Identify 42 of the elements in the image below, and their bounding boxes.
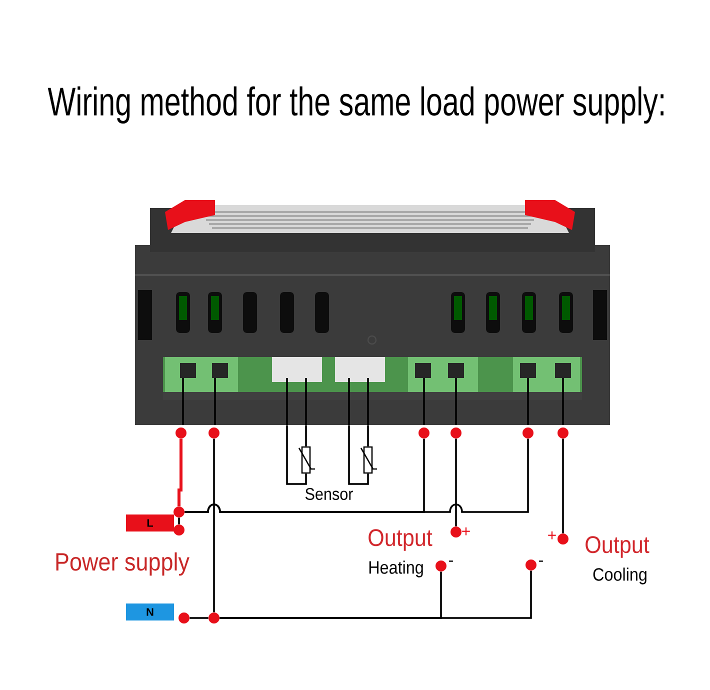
- wire: [286, 425, 307, 485]
- label: Output: [586, 536, 650, 558]
- terminal-label: N: [126, 604, 174, 620]
- wire: [562, 438, 564, 534]
- polarity-sign: +: [462, 527, 470, 536]
- polarity-sign: +: [548, 531, 556, 540]
- wire: [190, 617, 208, 619]
- wire: [348, 425, 369, 485]
- thermistor-symbol: [298, 446, 315, 474]
- terminal-dot: [526, 560, 536, 570]
- label: Output: [368, 529, 432, 551]
- polarity-sign: -: [449, 560, 453, 562]
- terminal-dot: [174, 524, 184, 536]
- label: Power supply: [56, 552, 190, 576]
- wire: [367, 425, 369, 446]
- wire: [305, 425, 307, 446]
- label: Heating: [369, 560, 423, 578]
- wire: [220, 570, 532, 619]
- terminal-dot: [450, 428, 462, 438]
- terminal-dot: [522, 428, 534, 438]
- terminal-dot: [450, 526, 462, 538]
- terminal-dot: [436, 560, 446, 572]
- terminal-dot: [558, 428, 568, 438]
- terminal-dot: [208, 428, 220, 438]
- label: Cooling: [593, 568, 646, 584]
- terminal-dot: [174, 506, 184, 518]
- label: Sensor: [305, 488, 353, 500]
- terminal-dot: [178, 612, 190, 624]
- wire: [178, 518, 180, 524]
- terminal-dot: [558, 534, 568, 544]
- polarity-sign: -: [539, 560, 543, 562]
- wire: [178, 438, 182, 506]
- terminal-dot: [176, 428, 186, 438]
- wire: [184, 438, 425, 513]
- wire: [455, 438, 457, 526]
- terminal-dot: [208, 612, 220, 624]
- terminal-label: L: [126, 514, 174, 532]
- wire: [213, 438, 215, 612]
- title: Wiring method for the same load power supply:: [48, 86, 664, 124]
- terminal-dot: [418, 428, 430, 438]
- temperature-controller-drawing: [134, 200, 610, 425]
- thermistor-symbol: [360, 446, 377, 474]
